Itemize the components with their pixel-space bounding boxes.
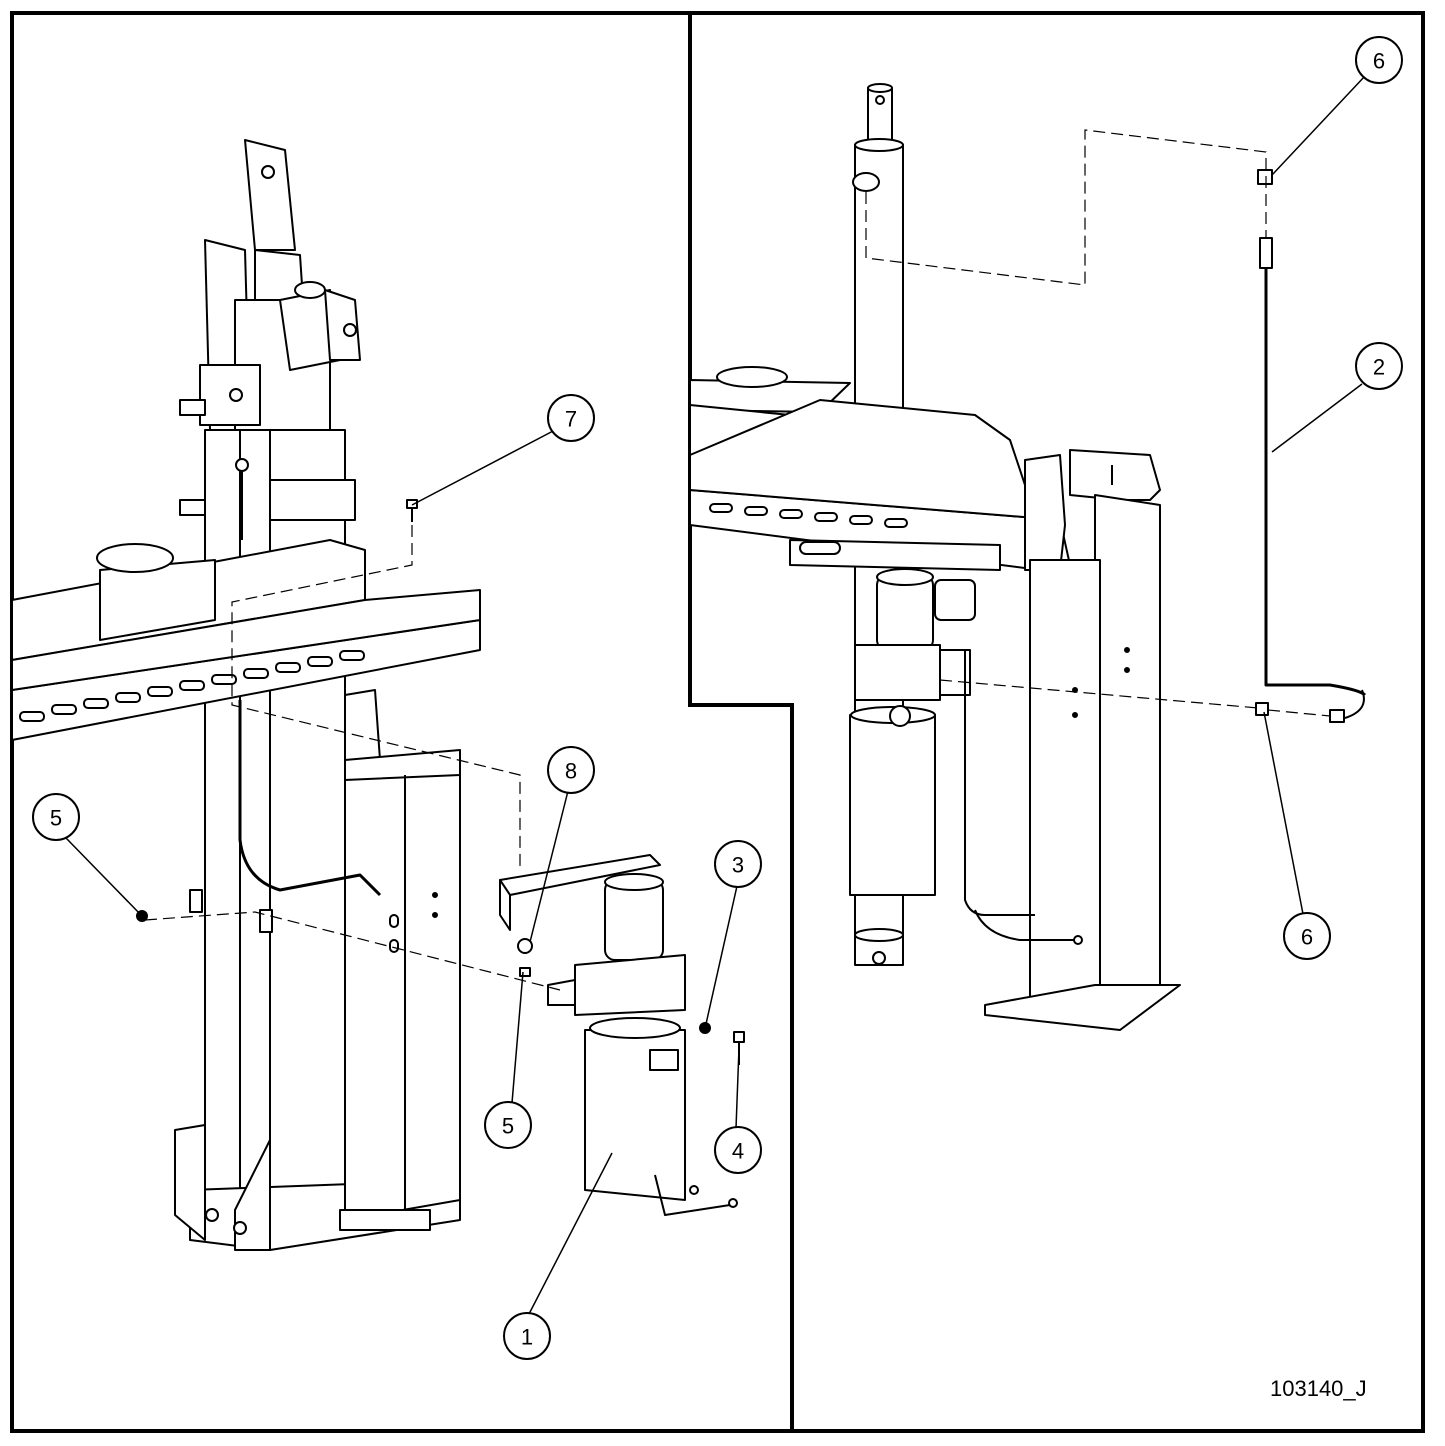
callout-5-mid-bubble (485, 1102, 531, 1148)
callout-5-mid-label: 5 (502, 1114, 514, 1139)
callout-7-bubble (548, 395, 594, 441)
callout-6-bottom-bubble (1284, 913, 1330, 959)
callout-6-top-bubble (1356, 37, 1402, 83)
callout-8-label: 8 (565, 759, 577, 784)
left-panel-assembly (12, 140, 744, 1250)
callout-2-label: 2 (1373, 355, 1385, 380)
left-crossbar-beam (12, 540, 480, 740)
callout-leaders (66, 76, 1365, 1314)
right-column (985, 450, 1180, 1030)
callout-8-bubble (548, 747, 594, 793)
beam-slots (20, 651, 364, 721)
callout-3-bubble (715, 841, 761, 887)
callout-4-label: 4 (732, 1139, 744, 1164)
left-upper-telescope (180, 140, 360, 540)
right-crossbar-beam (690, 367, 1070, 570)
callout-3-label: 3 (732, 853, 744, 878)
callout-labels: 7 8 5 3 5 4 1 6 2 6 (50, 49, 1385, 1350)
callout-4-bubble (715, 1127, 761, 1173)
right-beam-slots (710, 504, 907, 527)
left-secondary-column (340, 690, 460, 1230)
drawing-number: 103140_J (1270, 1376, 1367, 1401)
callout-2-bubble (1356, 343, 1402, 389)
callout-5-left-label: 5 (50, 806, 62, 831)
left-hydraulic-hose (240, 700, 380, 895)
right-dashed-guides (866, 130, 1330, 716)
callout-1-bubble (504, 1313, 550, 1359)
right-hydraulic-hose (1256, 170, 1365, 722)
right-panel-assembly (690, 84, 1365, 1030)
callout-6-top-label: 6 (1373, 49, 1385, 74)
callout-6-bottom-label: 6 (1301, 925, 1313, 950)
right-power-unit (790, 540, 1082, 944)
left-dashed-guides (145, 525, 560, 990)
callout-5-left-bubble (33, 794, 79, 840)
callout-7-label: 7 (565, 407, 577, 432)
left-power-unit (500, 855, 737, 1215)
callout-bubbles (33, 37, 1402, 1359)
callout-1-label: 1 (521, 1325, 533, 1350)
